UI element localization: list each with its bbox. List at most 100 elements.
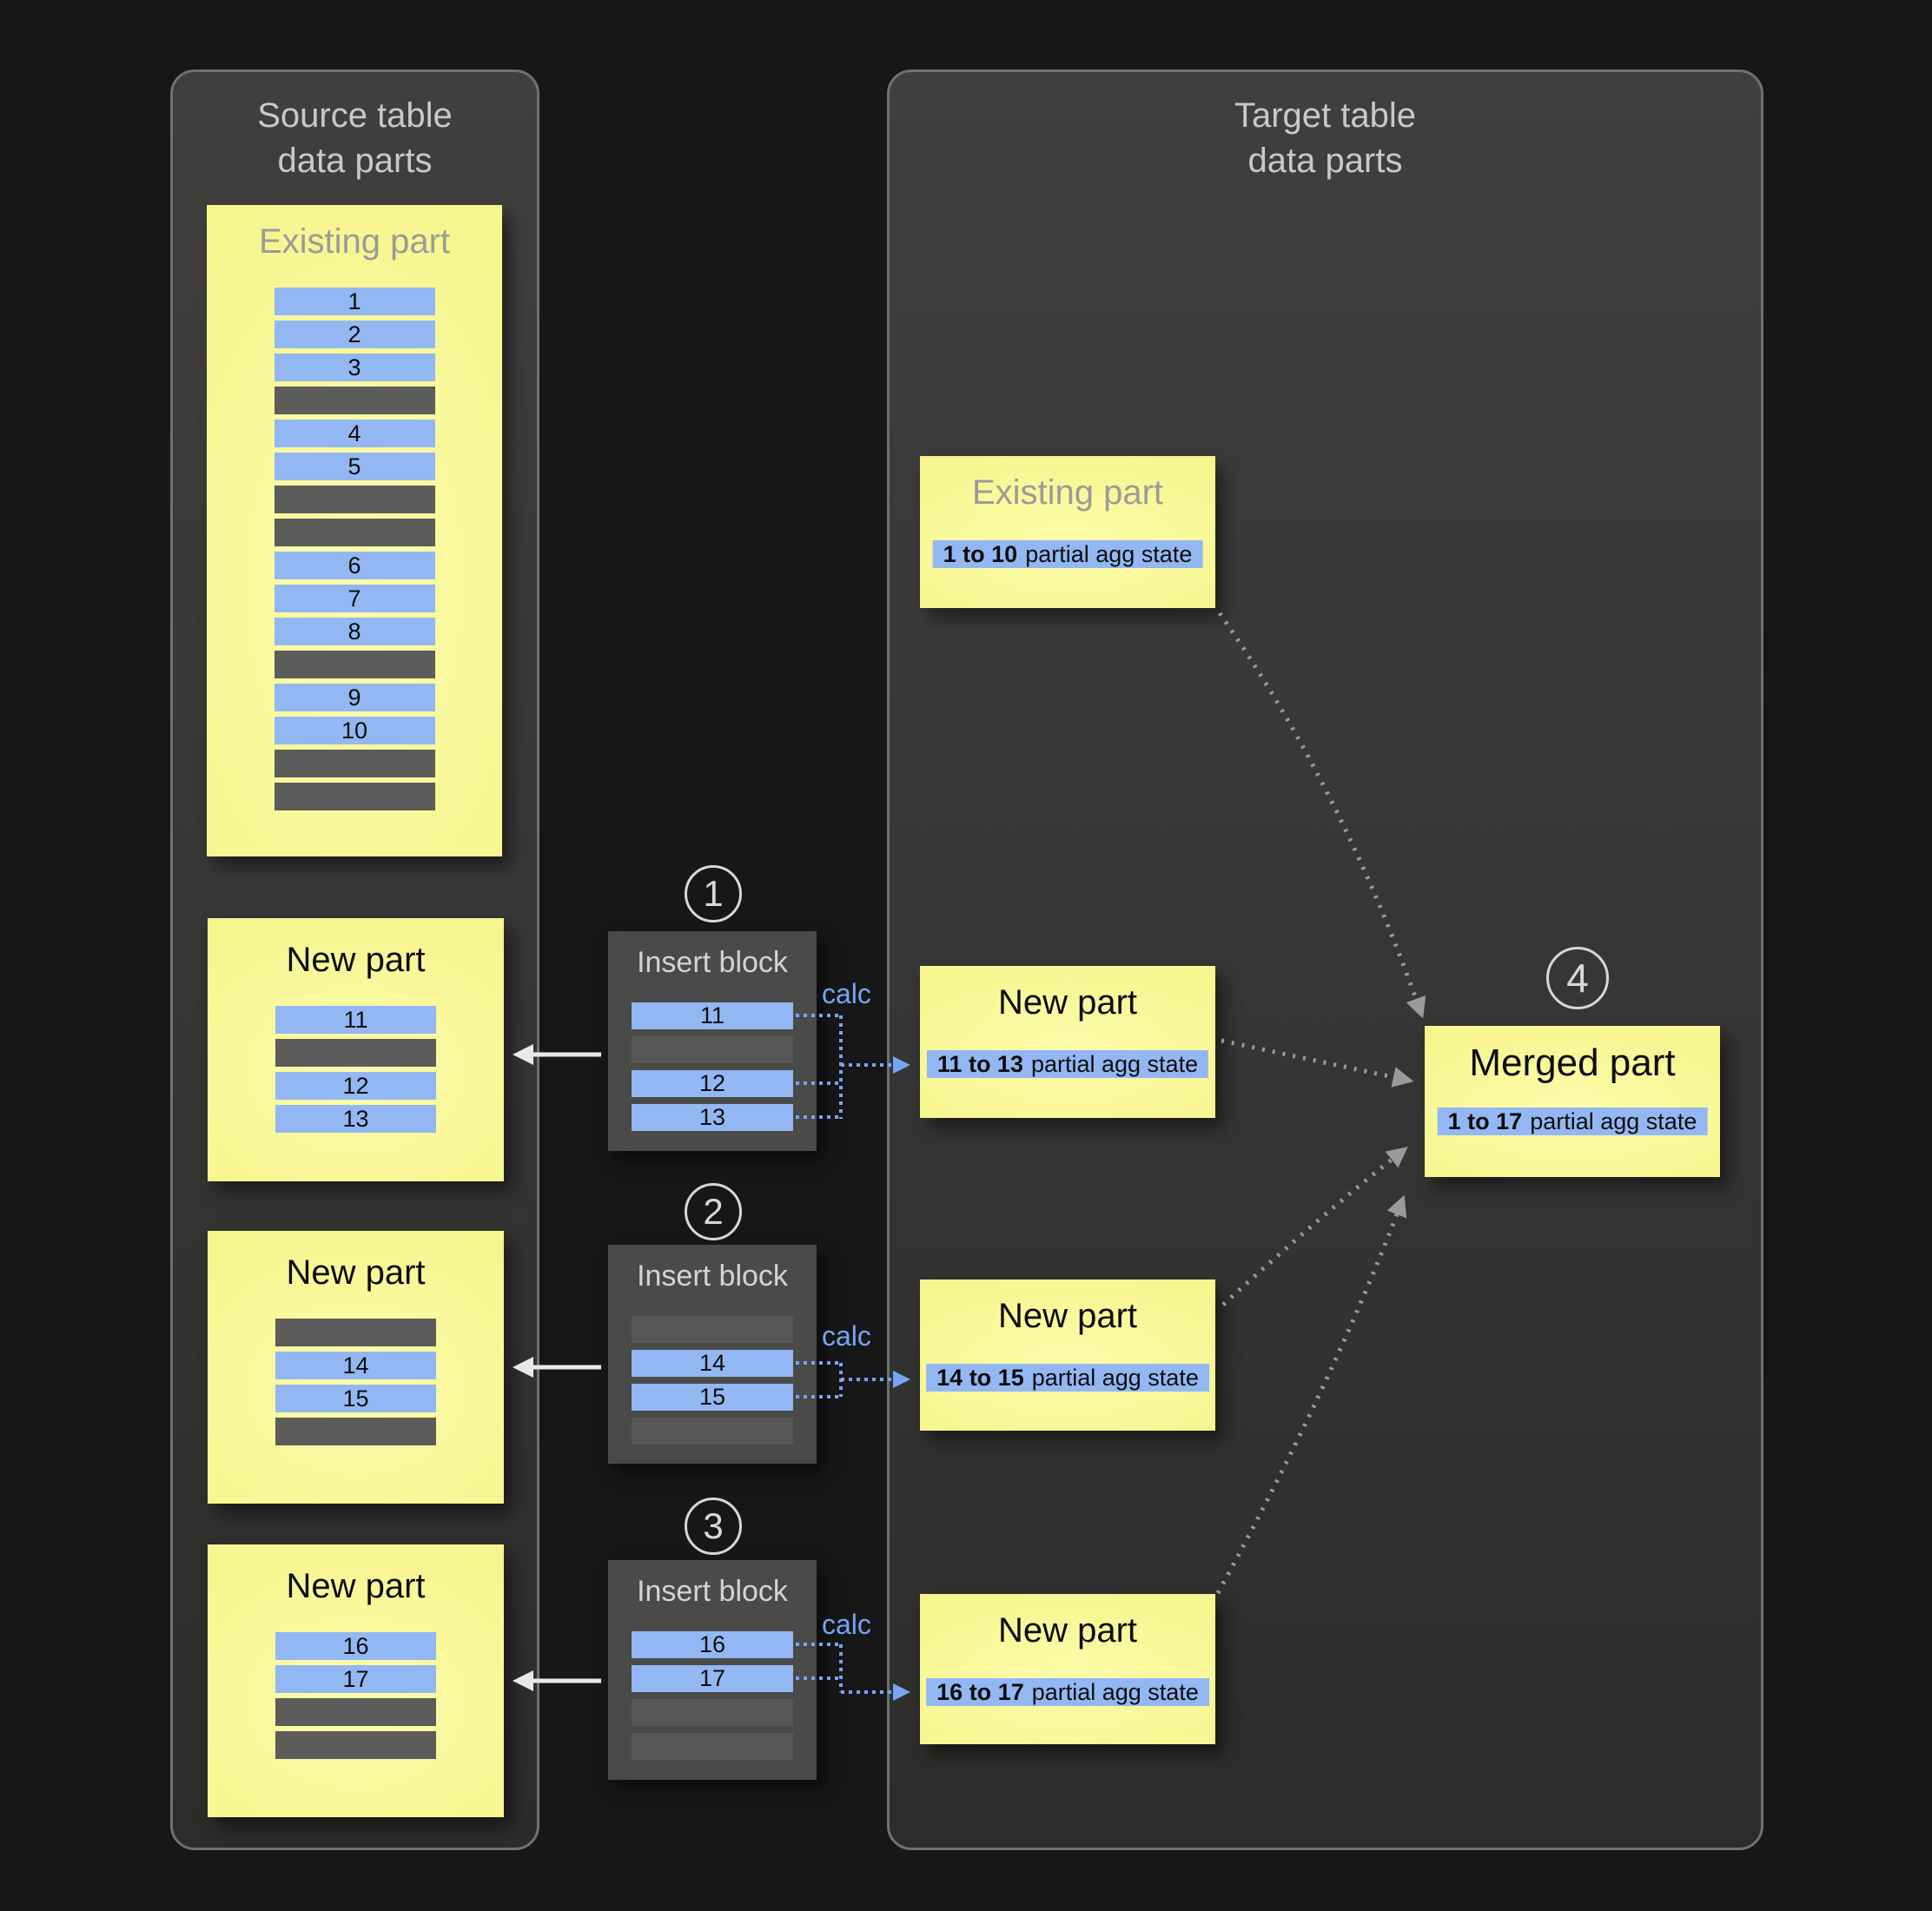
source-existing-part-rows: 1 2 3 4 5 6 7 8 9 10 [274,288,435,810]
step-1-badge: 1 [685,865,742,922]
target-new-part-1-title: New part [997,983,1138,1022]
data-row-value: 11 [275,1006,436,1034]
target-panel-title: Target table data parts [890,93,1761,183]
target-panel-title-line1: Target table [1234,96,1417,135]
agg-state-chip: 11 to 13 partial agg state [926,1050,1209,1078]
data-row-value: 12 [632,1070,793,1097]
insert-block-3-title: Insert block [637,1575,788,1608]
insert-block-1-rows: 11 12 13 [632,1002,793,1131]
source-existing-part-title: Existing part [258,222,451,261]
source-new-part-1: New part 11 12 13 [208,918,504,1181]
data-row-filler [274,783,435,810]
data-row-filler [274,486,435,513]
data-row-filler [275,1418,436,1445]
agg-label: partial agg state [1025,541,1193,567]
agg-range: 14 to 15 [936,1365,1024,1391]
target-new-part-1: New part 11 to 13 partial agg state [920,966,1215,1118]
data-row-value: 10 [274,717,435,744]
target-new-part-3-title: New part [997,1611,1138,1650]
data-row-value: 15 [275,1385,436,1412]
data-row-value: 6 [274,552,435,579]
insert-block-2-title: Insert block [637,1260,788,1293]
target-new-part-2: New part 14 to 15 partial agg state [920,1280,1215,1431]
data-row-filler [274,651,435,678]
data-row-value: 16 [275,1632,436,1660]
target-existing-part-title: Existing part [971,473,1164,512]
data-row-filler [632,1316,793,1343]
agg-state-chip: 14 to 15 partial agg state [926,1364,1209,1392]
source-panel-title-line2: data parts [277,142,433,180]
agg-range: 16 to 17 [936,1679,1024,1705]
step-3-badge: 3 [685,1498,742,1555]
data-row-filler [632,1036,793,1063]
agg-label: partial agg state [1030,1051,1199,1077]
data-row-value: 1 [274,288,435,315]
source-new-part-2-title: New part [286,1253,426,1292]
data-row-value: 5 [274,453,435,480]
agg-range: 1 to 17 [1447,1108,1523,1134]
source-panel-title: Source table data parts [173,93,537,183]
source-existing-part: Existing part 1 2 3 4 5 6 7 8 9 10 [207,205,502,856]
agg-state-chip: 1 to 17 partial agg state [1437,1108,1708,1135]
data-row-filler [274,519,435,546]
merged-part: Merged part 1 to 17 partial agg state [1425,1026,1720,1177]
data-row-value: 14 [632,1350,793,1377]
data-row-filler [275,1319,436,1346]
insert-block-1: Insert block 11 12 13 [608,931,817,1151]
calc-label-2: calc [822,1320,871,1352]
data-row-value: 17 [275,1665,436,1693]
merged-part-title: Merged part [1469,1041,1676,1084]
calc-label-3: calc [822,1609,871,1640]
target-new-part-2-title: New part [997,1297,1138,1335]
data-row-value: 7 [274,585,435,612]
data-row-filler [274,750,435,777]
calc-label-1: calc [822,978,871,1009]
agg-label: partial agg state [1530,1108,1697,1134]
data-row-filler [632,1733,793,1760]
data-row-filler [274,387,435,414]
data-row-value: 2 [274,321,435,348]
target-panel-title-line2: data parts [1247,142,1403,180]
data-row-value: 13 [275,1105,436,1133]
target-existing-part: Existing part 1 to 10 partial agg state [920,456,1215,608]
data-row-filler [632,1699,793,1726]
data-row-filler [275,1698,436,1726]
data-row-value: 4 [274,420,435,447]
data-row-value: 8 [274,618,435,645]
step-4-badge: 4 [1546,947,1609,1009]
source-new-part-3-title: New part [286,1567,426,1605]
data-row-value: 15 [632,1384,793,1411]
data-row-value: 14 [275,1352,436,1379]
agg-label: partial agg state [1031,1679,1199,1705]
data-row-value: 16 [632,1631,793,1658]
data-row-filler [275,1731,436,1759]
agg-state-chip: 1 to 10 partial agg state [932,540,1203,568]
agg-label: partial agg state [1031,1365,1199,1391]
source-new-part-1-rows: 11 12 13 [275,1006,436,1133]
data-row-value: 13 [632,1104,793,1131]
source-new-part-1-title: New part [286,941,426,979]
data-row-value: 12 [275,1072,436,1100]
data-row-value: 17 [632,1665,793,1692]
data-row-value: 9 [274,684,435,711]
target-new-part-3: New part 16 to 17 partial agg state [920,1594,1215,1744]
data-row-value: 3 [274,354,435,381]
data-row-filler [632,1418,793,1445]
agg-state-chip: 16 to 17 partial agg state [926,1678,1209,1706]
insert-block-1-title: Insert block [637,946,788,979]
agg-range: 1 to 10 [943,541,1018,567]
target-table-panel: Target table data parts [887,69,1763,1850]
agg-range: 11 to 13 [936,1051,1023,1077]
data-row-filler [275,1039,436,1067]
step-2-badge: 2 [685,1183,742,1240]
data-row-value: 11 [632,1002,793,1029]
